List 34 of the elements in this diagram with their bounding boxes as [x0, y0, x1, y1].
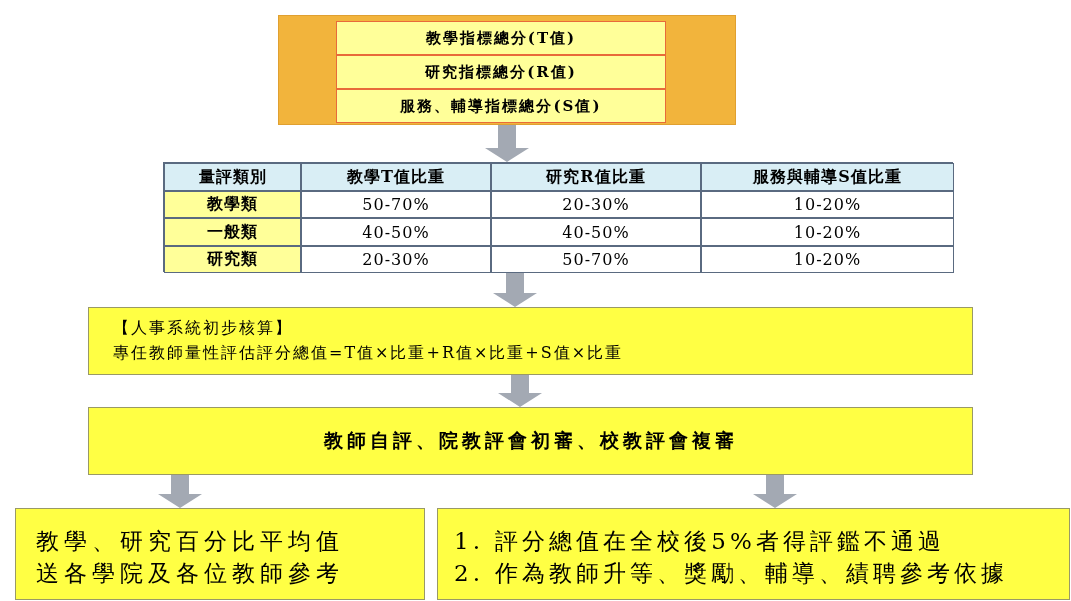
table-cell: 10-20%: [701, 218, 954, 246]
row-header-cell: 教學類: [164, 191, 301, 218]
table-cell: 10-20%: [701, 246, 954, 273]
table-cell: 40-50%: [491, 218, 701, 246]
list-item: 1. 評分總值在全校後5%者得評鑑不通過: [454, 527, 946, 556]
table-cell: 50-70%: [491, 246, 701, 273]
arrow: [158, 475, 202, 508]
score-panel: [278, 15, 736, 125]
box-heading: 【人事系統初步核算】: [113, 317, 294, 339]
score-row-box: 服務、輔導指標總分(S值): [336, 89, 666, 123]
process-box: 教師自評、院教評會初審、校教評會複審: [88, 407, 973, 475]
row-header-cell: 一般類: [164, 218, 301, 246]
result-box: [437, 508, 1070, 600]
header-cell: 研究R值比重: [491, 163, 701, 191]
weight-table: [163, 162, 953, 272]
score-row-box: 教學指標總分(T值): [336, 21, 666, 55]
score-row-box: 研究指標總分(R值): [336, 55, 666, 89]
formula-text: 專任教師量性評估評分總值=T值×比重+R值×比重+S值×比重: [113, 342, 625, 364]
list-item: 2. 作為教師升等、獎勵、輔導、績聘參考依據: [454, 559, 1010, 588]
result-box: 教學、研究百分比平均值送各學院及各位教師參考: [15, 508, 425, 600]
arrow: [498, 375, 542, 407]
header-cell: 教學T值比重: [301, 163, 491, 191]
process-box: [88, 307, 973, 375]
table-cell: 20-30%: [301, 246, 491, 273]
header-cell: 服務與輔導S值比重: [701, 163, 954, 191]
arrow: [493, 272, 537, 307]
table-cell: 20-30%: [491, 191, 701, 218]
arrow: [753, 475, 797, 508]
table-cell: 10-20%: [701, 191, 954, 218]
row-header-cell: 研究類: [164, 246, 301, 273]
arrow: [485, 125, 529, 162]
table-cell: 50-70%: [301, 191, 491, 218]
header-cell: 量評類別: [164, 163, 301, 191]
table-cell: 40-50%: [301, 218, 491, 246]
